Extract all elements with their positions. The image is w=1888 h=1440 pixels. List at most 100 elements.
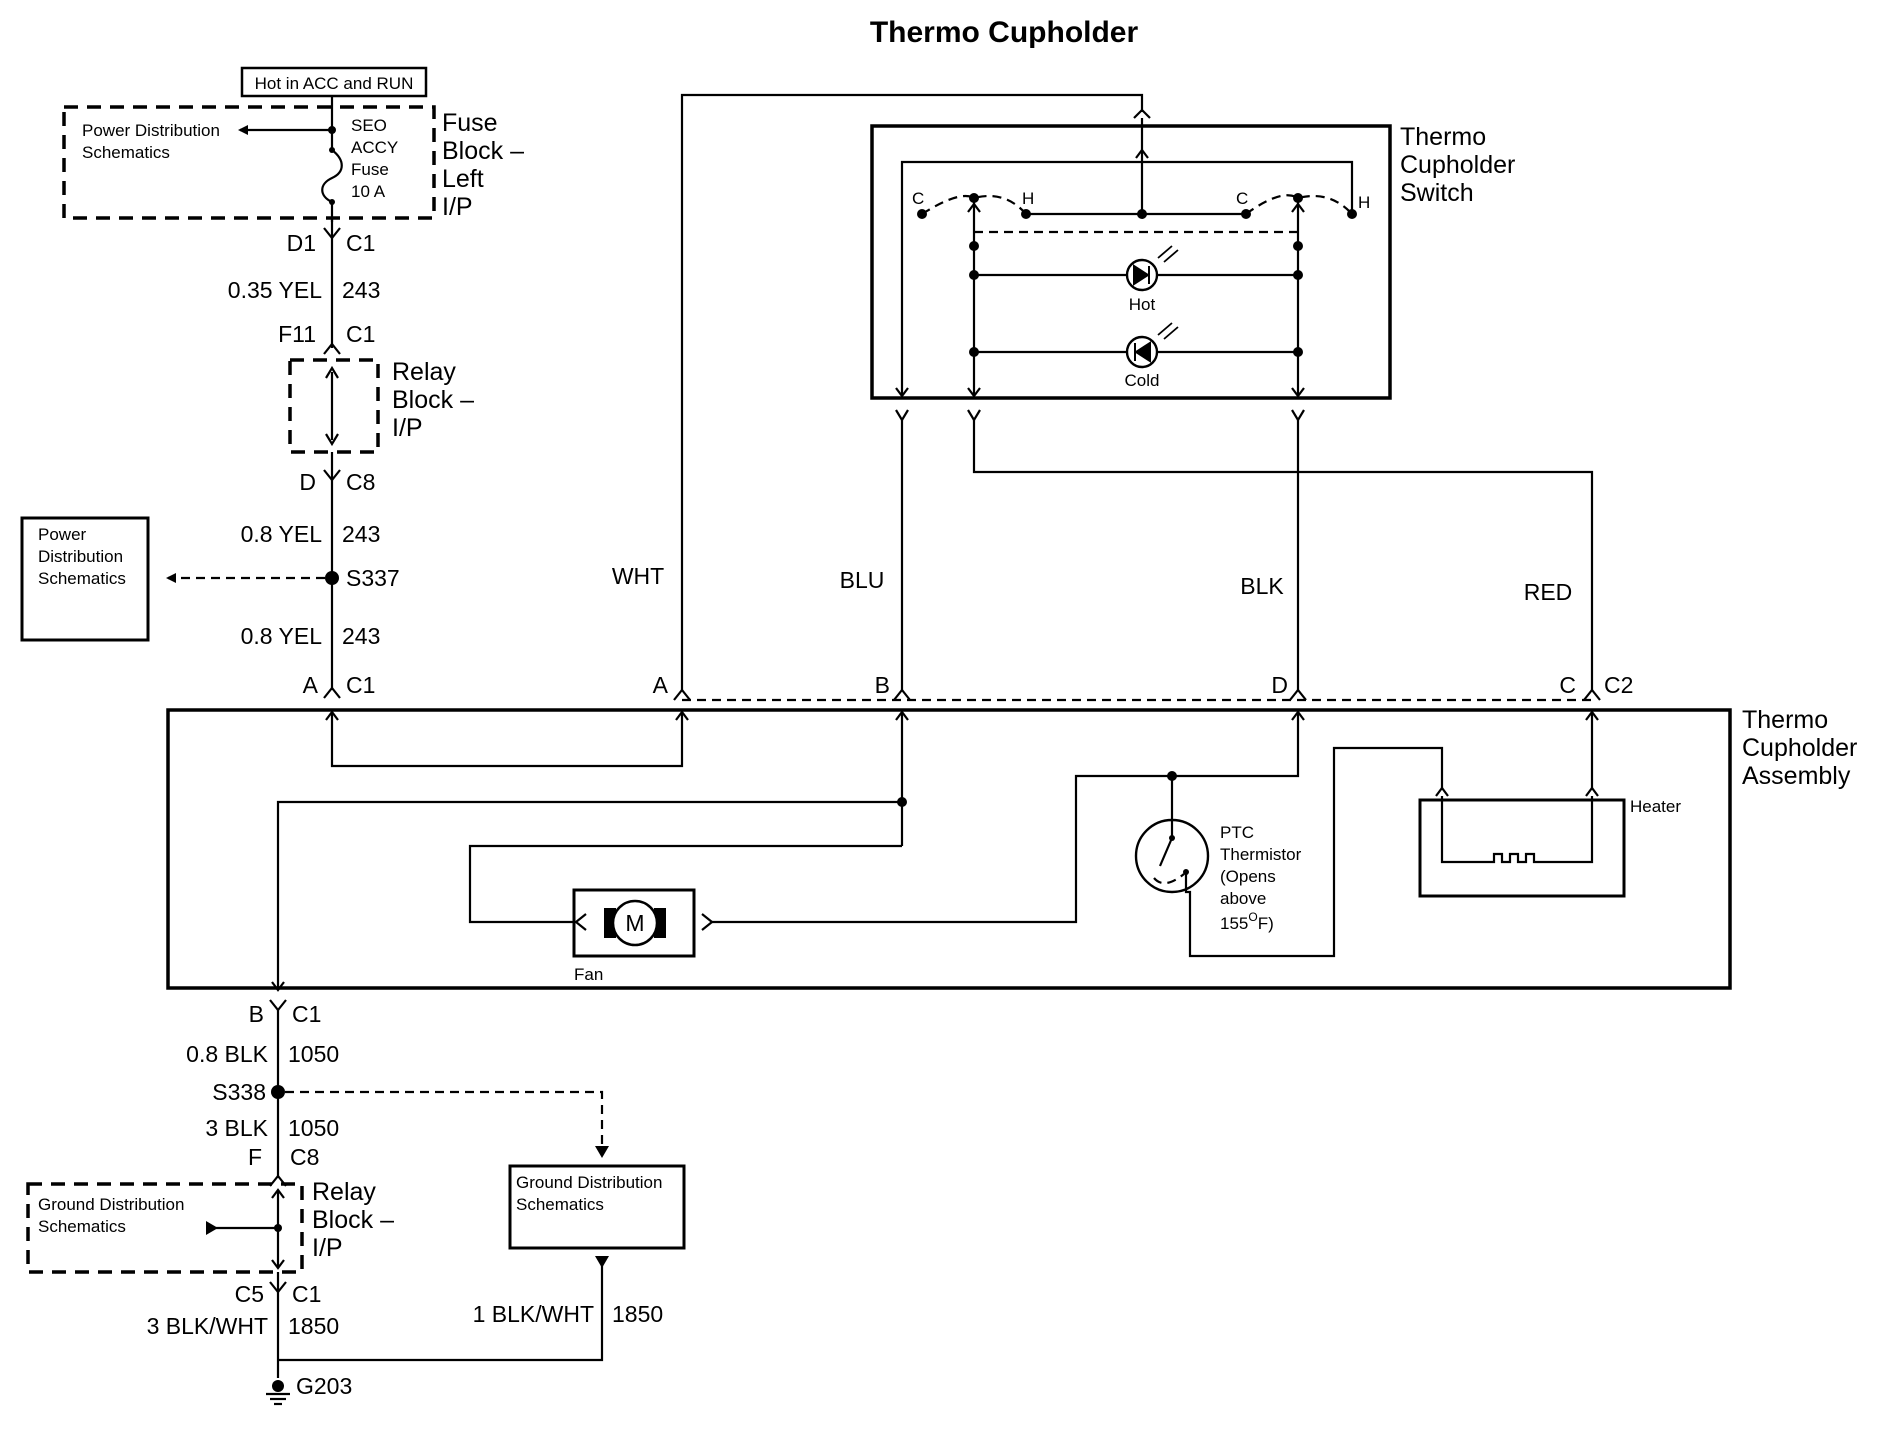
cold-led-rays (1157, 322, 1179, 340)
fan-left-arrow (574, 913, 587, 931)
fan-label: Fan (574, 965, 603, 984)
wire-red-label: RED (1524, 579, 1573, 605)
c2-a-pin (673, 688, 691, 701)
blk-internal-arrow (1291, 710, 1305, 721)
ptc-temp-line: 155OF) (1220, 910, 1274, 933)
gnd-b: B (249, 1001, 264, 1027)
relay-block-bottom (26, 1182, 304, 1274)
relay-bottom-name-l1: Relay (312, 1178, 376, 1206)
power-dist-l2: Distribution (38, 547, 123, 566)
fan-to-blk (712, 712, 1300, 924)
right-bus-out (1291, 387, 1305, 398)
ptc-l1: PTC (1220, 823, 1254, 842)
power-dist-l1: Power (38, 525, 87, 544)
connector-b-c1 (269, 999, 287, 1012)
ptc-l4: above (1220, 889, 1266, 908)
relay-bottom-arrow-up (271, 1188, 285, 1199)
left-bus-top (969, 193, 979, 203)
gnd-dist-right-l1: Ground Distribution (516, 1173, 662, 1192)
heater-label: Heater (1630, 797, 1681, 816)
hot-led-label: Hot (1129, 295, 1156, 314)
ptc-blade (1158, 837, 1174, 867)
blu-to-ground (276, 800, 902, 990)
g203-node (272, 1380, 284, 1392)
gnd-wire3-gauge: 3 BLK/WHT (147, 1313, 268, 1339)
heater-left-pin (1435, 786, 1449, 797)
assembly-jumper-a (330, 712, 684, 768)
fuse-symbol (321, 149, 343, 203)
left-bus-out (967, 387, 981, 398)
relay-bottom-name-l2: Block – (312, 1206, 394, 1234)
c2-d-pin (1289, 688, 1307, 701)
relay-bottom-ground-arrow (206, 1221, 218, 1235)
gnd-c1-b: C1 (292, 1281, 321, 1307)
gnd-dist-left-l1: Ground Distribution (38, 1195, 184, 1214)
wire-1850-b (278, 1264, 604, 1362)
blk-connector-top (1291, 409, 1305, 423)
diagram-title: Thermo Cupholder (870, 16, 1139, 49)
c2-b-pin (893, 688, 911, 701)
red-connector-top (967, 409, 981, 423)
cold-led-diode (1134, 341, 1151, 363)
wire-blu-label: BLU (840, 567, 885, 593)
switch-return-loop (900, 160, 1354, 396)
ptc-degree: O (1248, 910, 1257, 924)
jumper-a-arrow-l (325, 710, 339, 721)
hot-label-box (240, 66, 428, 98)
gnd-wire3-circuit: 1850 (288, 1313, 339, 1339)
assembly-name-l3: Assembly (1742, 762, 1851, 790)
right-bus-top (1293, 193, 1303, 203)
wire1-gauge: 0.35 YEL (228, 277, 322, 303)
gnd-wire1-circuit: 1050 (288, 1041, 339, 1067)
ptc-arc (1153, 873, 1185, 885)
ground-g203-label: G203 (296, 1373, 352, 1399)
c2-label: C2 (1604, 672, 1633, 698)
blu-internal-arrow (895, 710, 909, 721)
fuse-block-box (62, 105, 436, 220)
fuse-label-l1: SEO (351, 116, 387, 135)
blu-to-fan (468, 844, 902, 924)
wire-wht (680, 93, 1144, 690)
gnd-c1-a: C1 (292, 1001, 321, 1027)
c2-d: D (1271, 672, 1288, 698)
c2-c: C (1559, 672, 1576, 698)
hot-label: Hot in ACC and RUN (255, 74, 414, 93)
switch-arc-left (921, 194, 1027, 215)
splice-s337-label: S337 (346, 565, 400, 591)
s338-arrow (595, 1146, 609, 1158)
jumper-a-arrow-r (675, 710, 689, 721)
power-dist-l3: Schematics (38, 569, 126, 588)
gnd-wire4-gauge: 1 BLK/WHT (473, 1301, 594, 1327)
gnd-c8: C8 (290, 1144, 319, 1170)
assembly-name-l1: Thermo (1742, 706, 1828, 734)
splice-s337 (325, 571, 339, 585)
wire-red (972, 420, 1594, 690)
switch-h-right: H (1358, 193, 1370, 212)
blu-ground-arrow (271, 981, 285, 992)
switch-h-left: H (1022, 189, 1034, 208)
switch-name-l1: Thermo (1400, 123, 1486, 151)
gnd-wire4-circuit: 1850 (612, 1301, 663, 1327)
fuse-label-l4: 10 A (351, 182, 386, 201)
fan-right-arrow (701, 913, 714, 931)
fuse-node-a (329, 147, 335, 153)
fuse-block-name-l3: Left (442, 165, 484, 193)
fuse-block-name-l4: I/P (442, 193, 473, 221)
conn-d: D (299, 469, 316, 495)
left-bus-arrow (967, 202, 981, 213)
left-bus-n1 (969, 241, 979, 251)
wire3-circuit: 243 (342, 623, 380, 649)
right-bus-arrow (1291, 202, 1305, 213)
wire2-gauge: 0.8 YEL (241, 521, 323, 547)
relay-bottom-arrow-down (271, 1259, 285, 1270)
ground-icon (266, 1392, 290, 1406)
gnd-c5: C5 (235, 1281, 264, 1307)
fuse-label-l3: Fuse (351, 160, 389, 179)
splice-s338 (271, 1085, 285, 1099)
fuse-label-l2: ACCY (351, 138, 398, 157)
conn-f11: F11 (278, 321, 316, 347)
s338-dashed (285, 1090, 604, 1152)
gnd-wire2-circuit: 1050 (288, 1115, 339, 1141)
fuse-block-name-l1: Fuse (442, 109, 498, 137)
